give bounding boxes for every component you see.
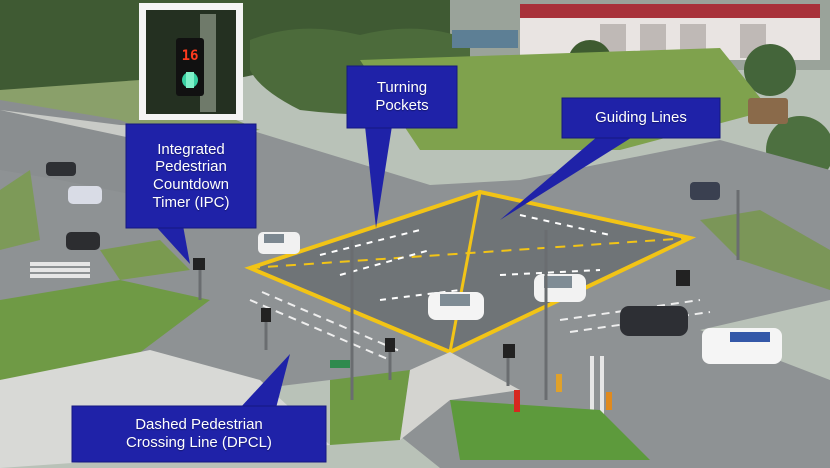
yellow-guiding-line — [249, 237, 691, 269]
orange-sign — [606, 392, 612, 410]
yellow-guiding-line — [448, 191, 482, 353]
building-roof — [520, 4, 820, 18]
grass-island — [700, 210, 830, 290]
ipc-callout-box — [125, 123, 257, 229]
green-man-figure — [186, 72, 194, 88]
dpcl-callout-box — [71, 405, 327, 463]
car — [46, 162, 76, 176]
car — [702, 328, 782, 364]
turning-pocket-markings — [319, 214, 611, 301]
car — [258, 232, 300, 254]
traffic-lights — [193, 258, 690, 358]
car — [68, 186, 102, 204]
grass-island — [0, 280, 210, 380]
dpcl-callout-label: Dashed Pedestrian Crossing Line (DPCL) — [126, 416, 272, 451]
guiding-lines-callout-label: Guiding Lines — [595, 109, 687, 127]
car — [690, 182, 720, 200]
car — [66, 232, 100, 250]
street-sign — [330, 360, 350, 368]
red-flag — [514, 390, 520, 412]
orange-sign — [556, 374, 562, 392]
grass-island — [330, 370, 410, 445]
turning-pockets-callout-label: Turning Pockets — [375, 79, 429, 114]
dpcl-pointer — [240, 354, 290, 408]
turning-pocket-pointer — [365, 126, 392, 228]
ipc-pointer — [150, 220, 190, 264]
guiding-lines-callout-box — [561, 97, 721, 139]
tree — [744, 44, 796, 96]
zebra-crossing — [30, 262, 604, 416]
countdown-digits: 16 — [182, 48, 199, 64]
car — [428, 292, 484, 320]
ipc-callout-label: Integrated Pedestrian Countdown Timer (I… — [152, 140, 230, 211]
guiding-lines-pointer — [500, 136, 634, 220]
field-structure — [452, 30, 518, 48]
car — [620, 306, 688, 336]
grass-island — [0, 170, 40, 250]
sidewalk — [400, 352, 520, 440]
turning-pocket-callout-box — [346, 65, 458, 129]
grass-island — [450, 400, 650, 460]
truck — [748, 98, 788, 124]
grass-island — [100, 240, 190, 280]
car — [534, 274, 586, 302]
